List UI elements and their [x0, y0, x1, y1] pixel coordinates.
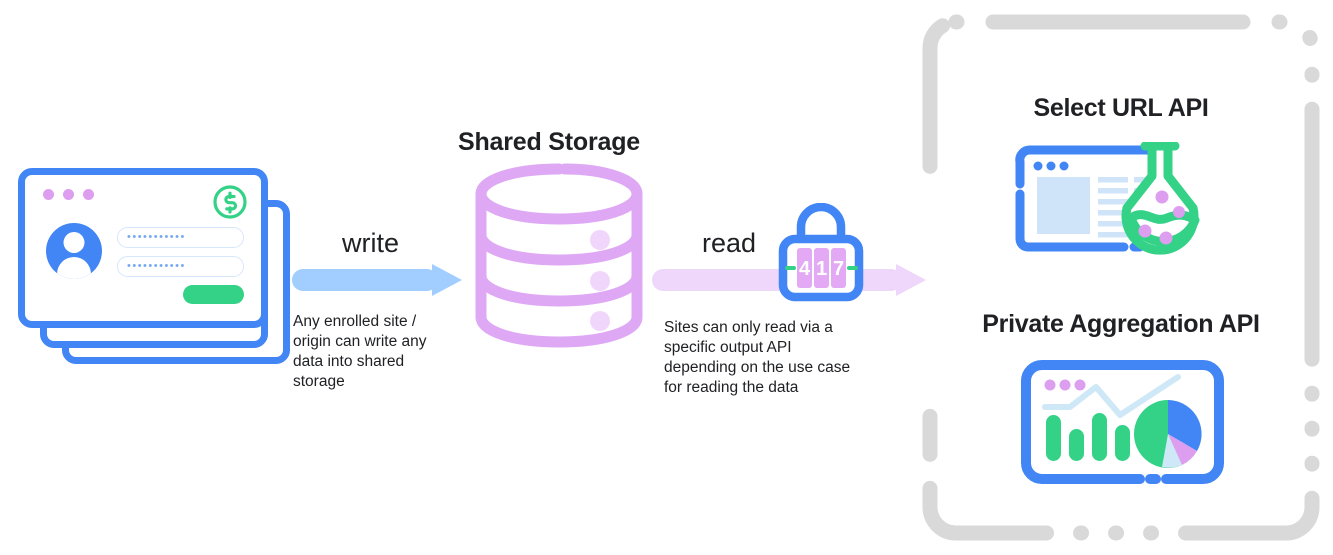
password-field[interactable]: •••••••••••	[117, 256, 244, 277]
window-dots	[43, 189, 94, 200]
api-title-private-aggregation: Private Aggregation API	[982, 310, 1260, 338]
lock-digit-2: 1	[816, 258, 827, 280]
username-field[interactable]: •••••••••••	[117, 227, 244, 248]
enrolled-site-cards: ••••••••••• •••••••••••	[18, 168, 290, 364]
read-caption: Sites can only read via a specific outpu…	[664, 319, 851, 397]
api-title-select-url: Select URL API	[1033, 94, 1209, 122]
site-card-front: ••••••••••• •••••••••••	[18, 168, 268, 328]
database-cylinder-icon	[470, 163, 648, 348]
write-arrow	[292, 264, 462, 296]
output-apis-panel: Select URL API	[922, 14, 1320, 541]
shared-storage-title: Shared Storage	[458, 128, 640, 156]
write-caption: Any enrolled site / origin can write any…	[293, 313, 427, 391]
browser-flask-icon	[1014, 141, 1229, 257]
dollar-coin-icon	[211, 183, 249, 221]
read-label: read	[702, 228, 757, 258]
avatar	[46, 223, 102, 279]
write-label: write	[342, 228, 400, 258]
dashed-border	[922, 14, 1320, 541]
combination-lock-icon: 4 1 7	[777, 202, 865, 303]
submit-button[interactable]	[183, 285, 244, 304]
lock-digit-1: 4	[799, 258, 811, 280]
analytics-dashboard-icon	[1020, 359, 1225, 489]
lock-digit-3: 7	[833, 258, 844, 280]
